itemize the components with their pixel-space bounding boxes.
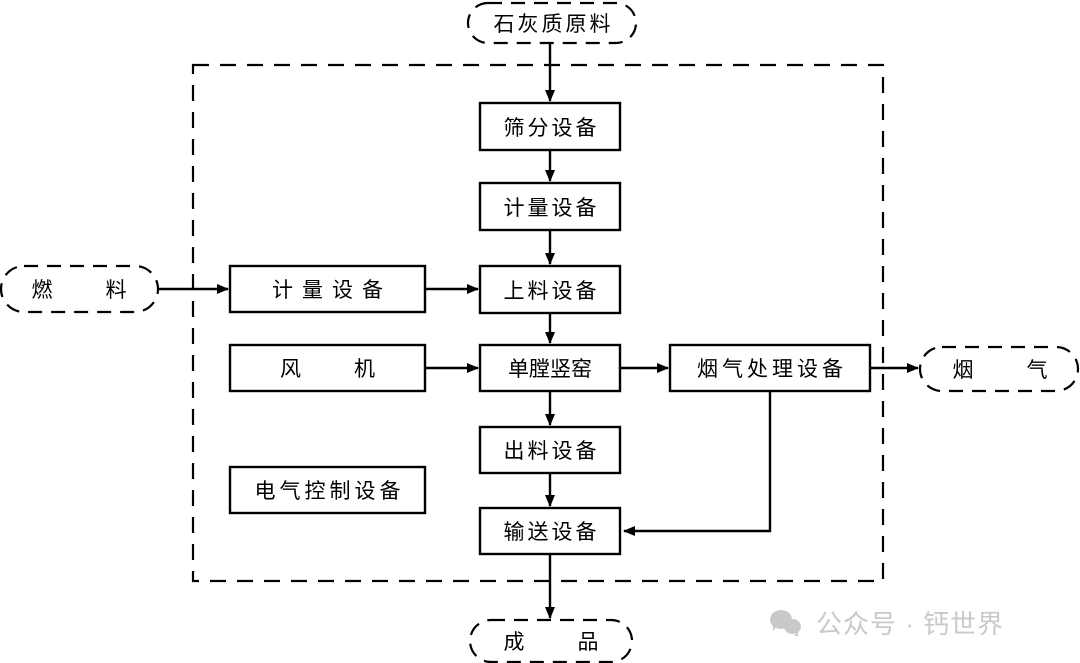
node-screening (478, 101, 622, 152)
node-metering-stone (478, 181, 622, 232)
wechat-icon (770, 608, 804, 638)
node-feeding (478, 264, 622, 315)
watermark: 公众号 · 钙世界 (770, 604, 1004, 641)
node-limestone (466, 1, 638, 45)
node-shaft-kiln (478, 343, 622, 393)
node-fuel (0, 264, 160, 314)
edge-flue-gas-treatment-to-conveying (623, 391, 772, 536)
node-electrical-control (228, 465, 427, 515)
watermark-text: 公众号 · 钙世界 (816, 609, 1005, 639)
node-conveying (478, 506, 622, 556)
system-boundary (191, 63, 885, 583)
node-fan (228, 343, 427, 393)
node-metering-fuel (228, 264, 427, 314)
node-flue-gas-treatment (668, 343, 872, 393)
node-discharge (478, 425, 622, 475)
node-product (468, 618, 634, 663)
node-flue-gas (918, 345, 1080, 393)
